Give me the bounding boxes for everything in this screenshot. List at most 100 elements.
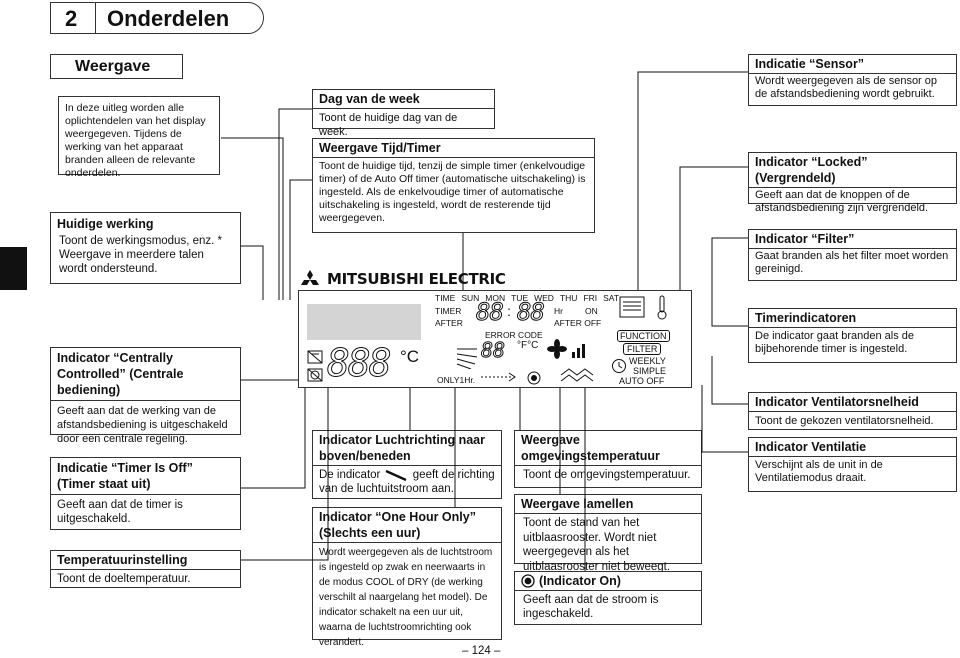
day-label: MON bbox=[485, 293, 506, 303]
info-body: Toont de werkingsmodus, enz. * Weergave … bbox=[59, 235, 223, 275]
day-label: FRI bbox=[583, 293, 598, 303]
operation-mode-bar bbox=[307, 304, 421, 340]
info-title: Weergave lamellen bbox=[515, 495, 701, 514]
side-tab bbox=[0, 247, 27, 290]
hr-label: Hr bbox=[554, 306, 563, 316]
chapter-number: 2 bbox=[65, 6, 78, 31]
info-box-current-operation: Huidige werking Toont de werkingsmodus, … bbox=[50, 212, 241, 284]
intro-text: In deze uitleg worden alle oplichtendele… bbox=[65, 102, 206, 179]
info-box-time-timer: Weergave Tijd/Timer Toont de huidige tij… bbox=[312, 138, 595, 233]
info-title: Temperatuurinstelling bbox=[51, 551, 240, 570]
info-title: Huidige werking bbox=[57, 217, 154, 231]
time-digits-hours: 88 bbox=[476, 298, 505, 326]
day-of-week-row: TIME SUN MON TUE WED THU FRI SAT bbox=[435, 293, 619, 303]
mitsubishi-logo-icon bbox=[301, 270, 319, 285]
info-box-centrally-controlled: Indicator “Centrally Controlled” (Centra… bbox=[50, 347, 241, 445]
on-indicator-display-icon bbox=[527, 371, 541, 385]
info-box-sensor: Indicatie “Sensor” Wordt weergegeven als… bbox=[748, 54, 957, 106]
info-body: Geeft aan dat de werking van de afstands… bbox=[57, 405, 228, 445]
info-body: Toont de gekozen ventilatorsnelheid. bbox=[755, 415, 934, 427]
thermometer-icon bbox=[657, 295, 667, 320]
timer-clock-icon bbox=[612, 359, 626, 373]
info-body: Gaat branden als het filter moet worden … bbox=[755, 250, 949, 275]
info-box-room-temperature: Weergave omgevingstemperatuur Toont de o… bbox=[514, 430, 702, 488]
timer-off-icon bbox=[307, 368, 323, 382]
info-title: Weergave omgevingstemperatuur bbox=[515, 431, 701, 466]
info-body: Toont de doeltemperatuur. bbox=[57, 573, 191, 585]
fan-speed-icon bbox=[547, 339, 585, 359]
simple-label: SIMPLE bbox=[633, 366, 667, 376]
only-one-hour-label: ONLY1Hr. bbox=[437, 375, 476, 385]
centrally-controlled-icon bbox=[307, 350, 323, 364]
timer-label: TIMER bbox=[435, 306, 462, 316]
info-box-timer-off: Indicatie “Timer Is Off” (Timer staat ui… bbox=[50, 457, 241, 530]
info-box-fan-speed: Indicator Ventilatorsnelheid Toont de ge… bbox=[748, 392, 957, 430]
info-body: Geeft aan dat de timer is uitgeschakeld. bbox=[57, 499, 183, 525]
info-title: Timerindicatoren bbox=[749, 309, 956, 328]
info-title: (Indicator On) bbox=[515, 572, 701, 591]
info-title: Dag van de week bbox=[313, 90, 494, 109]
info-body: Wordt weergegeven als de sensor op de af… bbox=[755, 75, 938, 100]
ventilation-icon bbox=[560, 368, 594, 382]
info-title: Indicator “Centrally Controlled” (Centra… bbox=[51, 348, 240, 401]
info-box-locked: Indicator “Locked” (Vergrendeld) Geeft a… bbox=[748, 152, 957, 214]
info-title: Indicatie “Timer Is Off” (Timer staat ui… bbox=[51, 458, 240, 495]
filter-label: FILTER bbox=[623, 343, 662, 355]
brand-logo: MITSUBISHI ELECTRIC bbox=[298, 270, 506, 288]
room-temperature-unit: °F°C bbox=[517, 340, 539, 351]
info-title: Indicator Luchtrichting naar boven/bened… bbox=[313, 431, 501, 466]
info-box-louver: Weergave lamellen Toont de stand van het… bbox=[514, 494, 702, 573]
after-off-label: AFTER OFF bbox=[554, 318, 602, 328]
on-indicator-icon bbox=[521, 574, 535, 588]
airflow-vane-icon bbox=[385, 469, 407, 482]
intro-box: In deze uitleg worden alle oplichtendele… bbox=[58, 96, 220, 179]
info-title: Indicator “One Hour Only” (Slechts een u… bbox=[313, 508, 501, 543]
info-body: Toont de huidige dag van de week. bbox=[319, 112, 458, 138]
info-body: De indicator gaat branden als de bijbeho… bbox=[755, 330, 914, 355]
section-title-box: Weergave bbox=[50, 54, 183, 79]
info-body-part2: geeft de richting van de luchtuitstroom … bbox=[319, 469, 495, 495]
info-box-on-indicator: (Indicator On) Geeft aan dat de stroom i… bbox=[514, 571, 702, 625]
info-title: Weergave Tijd/Timer bbox=[313, 139, 594, 158]
on-indicator-title: (Indicator On) bbox=[539, 574, 621, 588]
day-label: WED bbox=[534, 293, 554, 303]
info-body: De indicator geeft de richting van de lu… bbox=[313, 466, 501, 498]
info-title: Indicator Ventilatie bbox=[749, 438, 956, 457]
info-box-one-hour-only: Indicator “One Hour Only” (Slechts een u… bbox=[312, 507, 502, 648]
info-body-part1: De indicator bbox=[319, 469, 381, 481]
info-body: Wordt weergegeven als de luchtstroom is … bbox=[319, 547, 493, 648]
lcd-display: 888 °C TIME SUN MON TUE WED THU FRI SAT … bbox=[298, 290, 692, 388]
info-title: Indicator “Filter” bbox=[749, 230, 956, 249]
info-title: Indicator “Locked” (Vergrendeld) bbox=[749, 153, 956, 188]
info-box-ventilation: Indicator Ventilatie Verschijnt als de u… bbox=[748, 437, 957, 492]
day-label: SUN bbox=[461, 293, 480, 303]
on-label: ON bbox=[585, 306, 598, 316]
page-number: – 124 – bbox=[462, 645, 501, 657]
room-temperature-digits: 88 bbox=[480, 338, 506, 362]
after-label: AFTER bbox=[435, 318, 463, 328]
airflow-direction-icon bbox=[456, 348, 478, 369]
day-label: SAT bbox=[603, 293, 620, 303]
info-box-day-of-week: Dag van de week Toont de huidige dag van… bbox=[312, 89, 495, 138]
info-body: Toont de omgevingstemperatuur. bbox=[523, 469, 691, 481]
info-body: Verschijnt als de unit in de Ventilatiem… bbox=[755, 459, 883, 484]
sensor-icon bbox=[619, 296, 645, 318]
error-code-label: ERROR CODE bbox=[485, 330, 543, 340]
day-label: TUE bbox=[511, 293, 529, 303]
info-body: Geeft aan dat de stroom is ingeschakeld. bbox=[523, 594, 659, 620]
set-temperature-unit: °C bbox=[400, 347, 420, 366]
chapter-header: 2 Onderdelen bbox=[50, 2, 264, 34]
info-title: Indicator Ventilatorsnelheid bbox=[749, 393, 956, 412]
info-box-filter: Indicator “Filter” Gaat branden als het … bbox=[748, 229, 957, 281]
info-title: Indicatie “Sensor” bbox=[749, 55, 956, 74]
time-digits-minutes: 88 bbox=[517, 298, 546, 326]
day-label: THU bbox=[559, 293, 578, 303]
info-body: Toont de huidige tijd, tenzij de simple … bbox=[319, 160, 586, 224]
auto-off-label: AUTO OFF bbox=[619, 376, 665, 386]
info-body: Toont de stand van het uitblaasrooster. … bbox=[523, 517, 671, 573]
info-box-timer-indicators: Timerindicatoren De indicator gaat brand… bbox=[748, 308, 957, 363]
day-label: TIME bbox=[435, 293, 456, 303]
info-body: Geeft aan dat de knoppen of de afstandsb… bbox=[755, 189, 929, 214]
louver-swing-icon bbox=[481, 372, 516, 382]
brand-name: MITSUBISHI ELECTRIC bbox=[327, 270, 506, 288]
